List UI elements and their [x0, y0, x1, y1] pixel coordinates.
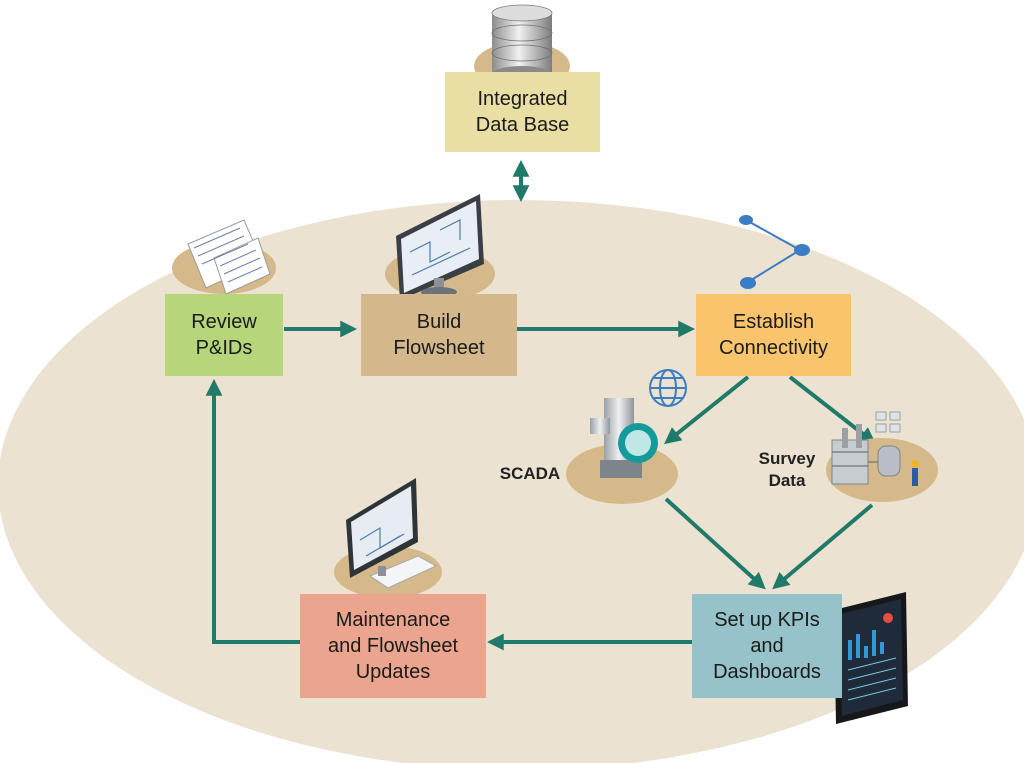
scada-label-text: SCADA [499, 464, 561, 483]
survey-data-line2: Data [768, 471, 806, 490]
arrow-scada-to-kpi [664, 497, 766, 590]
integrated-database-line2: Data Base [475, 114, 570, 136]
build-flowsheet-line1: Build [416, 311, 462, 333]
arrow-establish-to-scada [664, 375, 750, 445]
plant-icon [826, 411, 938, 502]
survey-data-line1: Survey [758, 449, 816, 468]
integrated-database-box: Integrated Data Base [445, 72, 600, 152]
maintenance-updates-box: Maintenance and Flowsheet Updates [300, 594, 486, 698]
survey-data-label: Survey Data [748, 448, 826, 492]
drawings-icon [172, 219, 276, 295]
arrow-maintenance-to-review [205, 378, 300, 644]
build-flowsheet-line2: Flowsheet [393, 337, 485, 359]
establish-connectivity-line2: Connectivity [719, 337, 828, 359]
workstation-icon [334, 478, 442, 598]
kpi-dashboards-line1: Set up KPIs [714, 609, 820, 631]
establish-connectivity-line1: Establish [732, 311, 815, 333]
maintenance-updates-line1: Maintenance [335, 609, 451, 631]
transmitter-icon [566, 369, 687, 504]
arrow-survey-to-kpi [772, 503, 874, 590]
build-flowsheet-box: Build Flowsheet [361, 294, 517, 376]
review-pids-line2: P&IDs [195, 337, 253, 359]
kpi-dashboards-box: Set up KPIs and Dashboards [692, 594, 842, 698]
review-pids-line1: Review [191, 311, 257, 333]
kpi-dashboards-line2: and [750, 635, 784, 657]
establish-connectivity-box: Establish Connectivity [696, 294, 851, 376]
maintenance-updates-line2: and Flowsheet [327, 635, 459, 657]
maintenance-updates-line3: Updates [355, 661, 431, 683]
scada-label: SCADA [492, 463, 568, 485]
connection-nodes-icon [739, 215, 810, 289]
kpi-dashboards-line3: Dashboards [713, 661, 821, 683]
flow-arrows [205, 159, 876, 651]
review-pids-box: Review P&IDs [165, 294, 283, 376]
integrated-database-line1: Integrated [477, 88, 568, 110]
dashboard-tablet-icon [834, 592, 908, 724]
